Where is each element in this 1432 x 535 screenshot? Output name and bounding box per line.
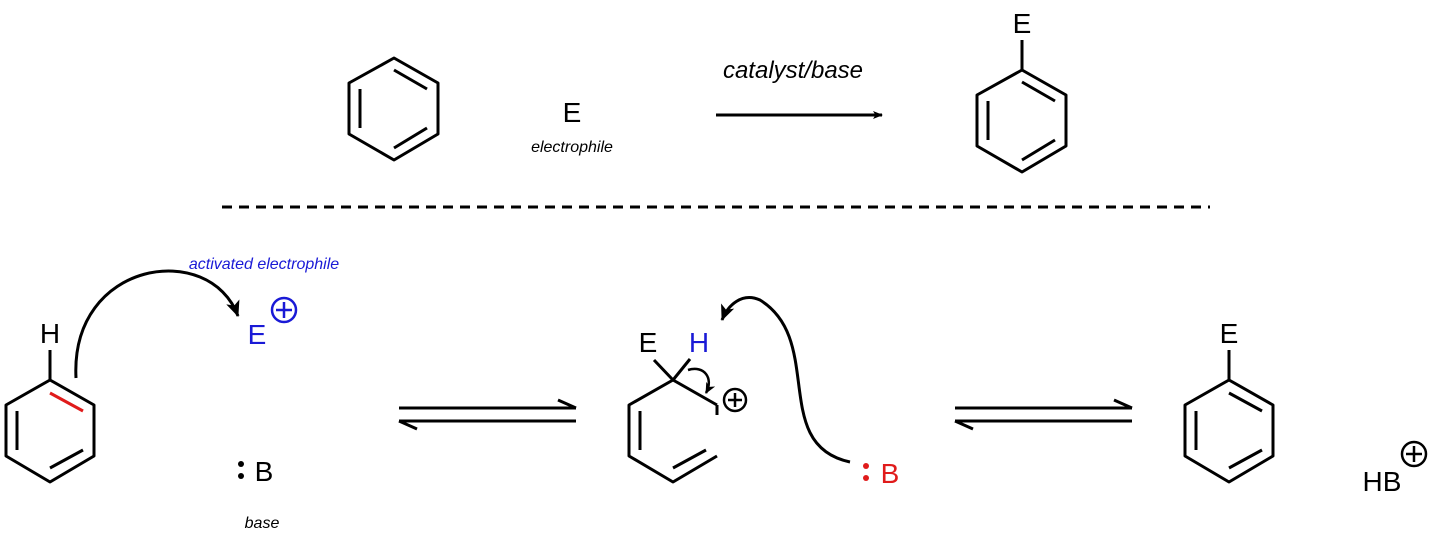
base-symbol: B: [255, 456, 274, 487]
arenium-ion-ring: [627, 358, 719, 484]
intermediate-substituent: E: [639, 327, 658, 358]
base-caption: base: [245, 515, 280, 532]
electrophile-symbol: E: [563, 97, 582, 128]
equilibrium-arrows-1: [398, 398, 577, 431]
plus-charge-icon: [722, 387, 748, 413]
electrophile-caption: electrophile: [531, 139, 613, 156]
equilibrium-arrows-2: [954, 398, 1133, 431]
small-curly-arrow: [687, 367, 716, 394]
conditions-label: catalyst/base: [723, 57, 863, 84]
intermediate-hydrogen: H: [689, 327, 709, 358]
final-substituted-benzene: [1183, 350, 1275, 484]
curly-arrow-base-to-hydrogen: [720, 296, 851, 464]
curly-arrow-pi-to-electrophile: [74, 269, 240, 379]
lone-pair-icon: [238, 461, 244, 479]
product-substituent: E: [1013, 8, 1032, 39]
hydrogen-label: H: [40, 318, 60, 349]
substituted-benzene-product: [975, 40, 1068, 174]
activated-electrophile-symbol: E: [248, 319, 267, 350]
reacting-pi-bond: [49, 391, 84, 413]
benzene-reactant: [347, 56, 440, 162]
plus-charge-icon: [1400, 440, 1428, 468]
activated-electrophile-caption: activated electrophile: [189, 256, 339, 273]
plus-charge-icon: [270, 296, 298, 324]
attacking-base-symbol: B: [881, 458, 900, 489]
byproduct-label: HB: [1363, 466, 1402, 497]
benzene-with-hydrogen: [4, 350, 96, 484]
final-product-substituent: E: [1220, 318, 1239, 349]
lone-pair-icon: [863, 463, 869, 481]
